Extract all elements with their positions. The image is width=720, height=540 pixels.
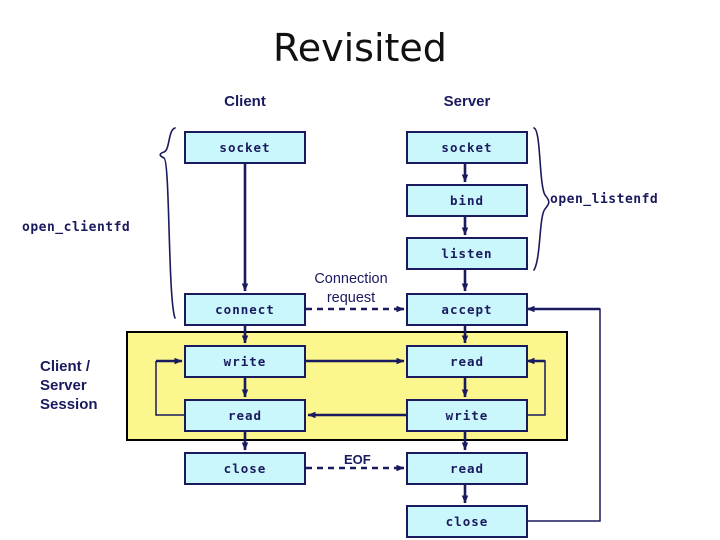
node-client-connect[interactable]: connect xyxy=(184,293,306,326)
node-client-close[interactable]: close xyxy=(184,452,306,485)
column-header-client: Client xyxy=(224,93,266,110)
node-client-socket[interactable]: socket xyxy=(184,131,306,164)
page-title: Revisited xyxy=(273,26,447,70)
node-client-read[interactable]: read xyxy=(184,399,306,432)
node-server-bind[interactable]: bind xyxy=(406,184,528,217)
brace-label-open-listenfd: open_listenfd xyxy=(550,192,659,207)
node-server-listen[interactable]: listen xyxy=(406,237,528,270)
node-server-read[interactable]: read xyxy=(406,345,528,378)
connection-request-label: Connection request xyxy=(314,271,388,306)
session-label: Client / Server Session xyxy=(40,358,98,413)
node-server-close[interactable]: close xyxy=(406,505,528,538)
node-server-write[interactable]: write xyxy=(406,399,528,432)
node-client-write[interactable]: write xyxy=(184,345,306,378)
node-server-socket[interactable]: socket xyxy=(406,131,528,164)
eof-label: EOF xyxy=(344,452,371,467)
node-server-accept[interactable]: accept xyxy=(406,293,528,326)
node-server-read-eof[interactable]: read xyxy=(406,452,528,485)
column-header-server: Server xyxy=(443,93,491,110)
brace-label-open-clientfd: open_clientfd xyxy=(22,220,131,235)
